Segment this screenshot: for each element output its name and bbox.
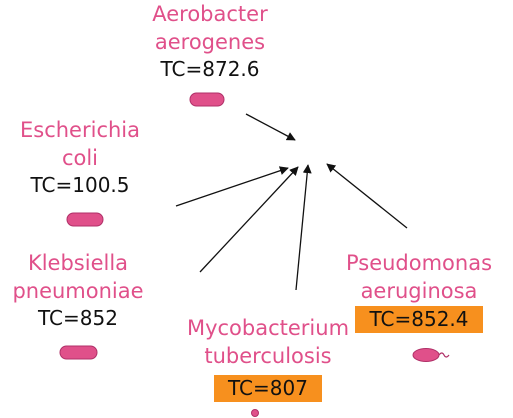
rod-bacterium-icon — [189, 92, 225, 107]
rod-bacterium-icon — [59, 345, 98, 360]
arrow-escherichia — [175, 166, 289, 207]
rod-bacterium-icon — [66, 212, 104, 227]
tc-value-highlighted: TC=852.4 — [355, 306, 483, 333]
tc-value-highlighted: TC=807 — [214, 375, 322, 402]
organism-name: pneumoniae — [12, 279, 144, 303]
organism-name: Pseudomonas — [345, 251, 493, 275]
organism-name: Klebsiella — [27, 251, 129, 275]
organism-mycobacterium: Mycobacterium tuberculosis TC=807 — [170, 314, 366, 402]
organism-name: coli — [61, 146, 99, 170]
organism-name: aerogenes — [154, 30, 266, 54]
arrow-mycobacterium — [295, 164, 312, 291]
organism-pseudomonas: Pseudomonas aeruginosa TC=852.4 — [334, 249, 504, 333]
organism-klebsiella: Klebsiella pneumoniae TC=852 — [0, 249, 156, 332]
organism-name: tuberculosis — [204, 344, 332, 368]
arrow-pseudomonas — [326, 163, 408, 229]
arrow-klebsiella — [199, 166, 299, 273]
organism-name: Mycobacterium — [186, 316, 350, 340]
tc-value: TC=852 — [38, 306, 118, 330]
organism-aerobacter: Aerobacter aerogenes TC=872.6 — [130, 0, 290, 83]
tc-value: TC=872.6 — [160, 57, 260, 81]
organism-name: Escherichia — [19, 118, 140, 142]
flagellated-bacterium-icon — [412, 348, 450, 362]
organism-name: Aerobacter — [152, 2, 268, 26]
tc-value: TC=100.5 — [30, 173, 130, 197]
coccus-bacterium-icon — [251, 409, 259, 417]
arrow-aerobacter — [245, 113, 296, 141]
organism-escherichia: Escherichia coli TC=100.5 — [0, 116, 160, 199]
organism-name: aeruginosa — [360, 279, 478, 303]
